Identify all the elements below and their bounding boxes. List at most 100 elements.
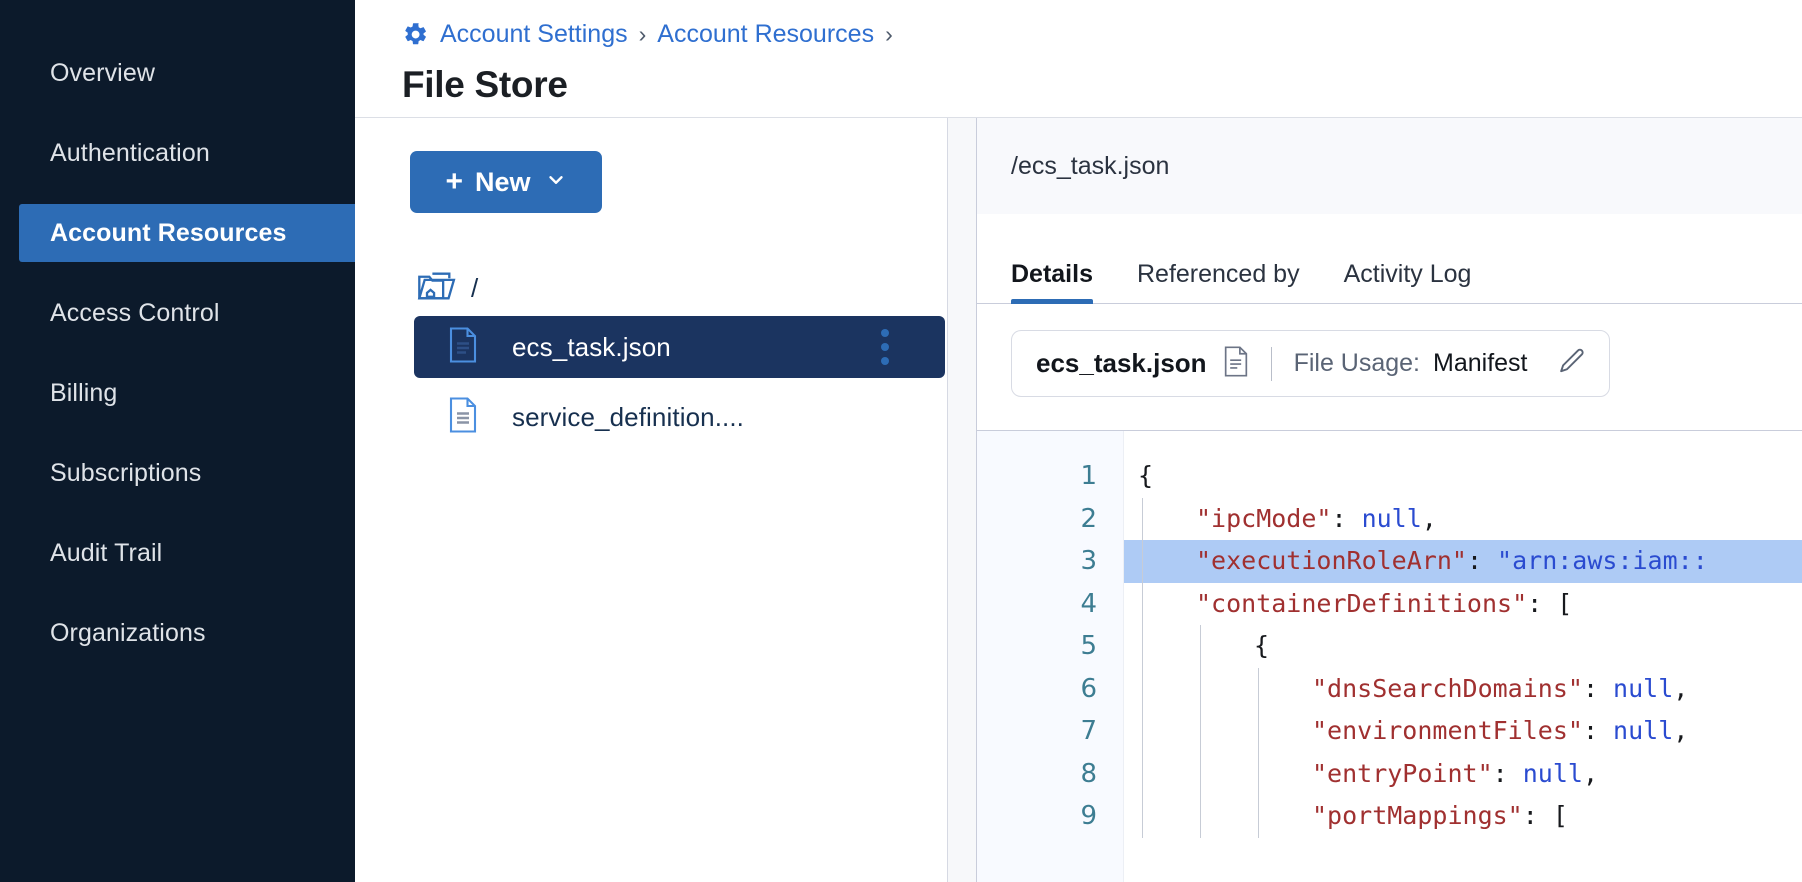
indent-guide	[1142, 710, 1143, 753]
line-number: 7	[977, 710, 1123, 753]
code-token-key: "environmentFiles"	[1312, 716, 1583, 745]
gear-icon	[402, 21, 429, 48]
code-indent	[1138, 546, 1196, 575]
kebab-menu-icon[interactable]	[881, 329, 889, 365]
code-token-comma: ,	[1673, 716, 1688, 745]
sidebar-item-label: Overview	[50, 59, 155, 88]
panel-splitter[interactable]	[947, 118, 977, 882]
indent-guide	[1142, 795, 1143, 838]
breadcrumb-link-account-resources[interactable]: Account Resources	[657, 20, 874, 49]
file-usage-label: File Usage:	[1294, 349, 1420, 378]
code-token-value: null	[1523, 759, 1583, 788]
sidebar-item-billing[interactable]: Billing	[0, 364, 355, 422]
indent-guide	[1258, 753, 1259, 796]
indent-guide	[1142, 625, 1143, 668]
file-tree-panel: + New /	[355, 118, 947, 882]
code-lines[interactable]: {"ipcMode": null,"executionRoleArn": "ar…	[1124, 431, 1802, 882]
breadcrumb: Account Settings › Account Resources ›	[402, 12, 1802, 56]
file-row-ecs-task[interactable]: ecs_task.json	[414, 316, 945, 378]
breadcrumb-separator: ›	[885, 21, 893, 48]
folder-home-icon	[417, 269, 457, 308]
code-token-key: "dnsSearchDomains"	[1312, 674, 1583, 703]
sidebar-item-label: Account Resources	[50, 219, 287, 248]
page-header: Account Settings › Account Resources › F…	[355, 0, 1802, 118]
line-number: 5	[977, 625, 1123, 668]
code-token-brace: {	[1254, 631, 1269, 660]
sidebar-item-organizations[interactable]: Organizations	[0, 604, 355, 662]
divider	[1271, 347, 1272, 381]
new-button[interactable]: + New	[410, 151, 602, 213]
sidebar-item-label: Billing	[50, 379, 117, 408]
breadcrumb-link-account-settings[interactable]: Account Settings	[440, 20, 628, 49]
code-token-value: "arn:aws:iam::	[1497, 546, 1708, 575]
code-token-separator: :	[1527, 589, 1557, 618]
code-token-key: "containerDefinitions"	[1196, 589, 1527, 618]
sidebar-item-overview[interactable]: Overview	[0, 44, 355, 102]
code-line-8: "entryPoint": null,	[1124, 753, 1802, 796]
code-indent	[1138, 674, 1312, 703]
sidebar-item-audit-trail[interactable]: Audit Trail	[0, 524, 355, 582]
line-number: 9	[977, 795, 1123, 838]
tab-referenced-by[interactable]: Referenced by	[1137, 260, 1300, 303]
file-row-service-definition[interactable]: service_definition....	[414, 386, 945, 448]
sidebar-item-access-control[interactable]: Access Control	[0, 284, 355, 342]
indent-guide	[1142, 583, 1143, 626]
code-line-2: "ipcMode": null,	[1124, 498, 1802, 541]
sidebar-item-account-resources[interactable]: Account Resources	[19, 204, 355, 262]
code-line-5: {	[1124, 625, 1802, 668]
code-line-1: {	[1124, 455, 1802, 498]
code-token-value: null	[1613, 716, 1673, 745]
file-path-bar: /ecs_task.json	[977, 118, 1802, 214]
json-code-editor[interactable]: 1 2 3 4 5 6 7 8 9 {"ipcMode": null,"exec…	[977, 430, 1802, 882]
line-number: 2	[977, 498, 1123, 541]
code-token-value: [	[1557, 589, 1572, 618]
code-token-value: [	[1553, 801, 1568, 830]
pencil-icon[interactable]	[1556, 346, 1587, 382]
code-token-value: null	[1362, 504, 1422, 533]
indent-guide	[1142, 540, 1143, 583]
code-token-key: "ipcMode"	[1196, 504, 1331, 533]
tree-root-row[interactable]: /	[417, 268, 947, 308]
chevron-down-icon	[545, 167, 567, 198]
code-token-value: null	[1613, 674, 1673, 703]
code-indent	[1138, 504, 1196, 533]
code-token-key: "entryPoint"	[1312, 759, 1493, 788]
file-doc-icon	[448, 397, 478, 438]
code-token-separator: :	[1331, 504, 1361, 533]
code-token-comma: ,	[1583, 759, 1598, 788]
file-json-icon	[448, 327, 478, 368]
code-indent	[1138, 589, 1196, 618]
tab-activity-log[interactable]: Activity Log	[1344, 260, 1472, 303]
tab-label: Details	[1011, 260, 1093, 288]
code-indent	[1138, 631, 1254, 660]
usage-file-name: ecs_task.json	[1036, 348, 1207, 379]
code-line-3: "executionRoleArn": "arn:aws:iam::	[1124, 540, 1802, 583]
code-indent	[1138, 716, 1312, 745]
content-body: + New /	[355, 118, 1802, 882]
line-number: 6	[977, 668, 1123, 711]
indent-guide	[1142, 753, 1143, 796]
new-button-label: New	[475, 167, 531, 198]
sidebar-item-authentication[interactable]: Authentication	[0, 124, 355, 182]
code-line-7: "environmentFiles": null,	[1124, 710, 1802, 753]
indent-guide	[1258, 710, 1259, 753]
code-token-key: "portMappings"	[1312, 801, 1523, 830]
file-path: /ecs_task.json	[1011, 152, 1169, 181]
indent-guide	[1258, 795, 1259, 838]
indent-guide	[1200, 753, 1201, 796]
page-title: File Store	[402, 64, 1802, 106]
line-number: 8	[977, 753, 1123, 796]
code-token-separator: :	[1583, 716, 1613, 745]
tab-details[interactable]: Details	[1011, 260, 1093, 303]
indent-guide	[1142, 498, 1143, 541]
breadcrumb-separator: ›	[639, 21, 647, 48]
line-number: 1	[977, 455, 1123, 498]
sidebar-item-label: Subscriptions	[50, 459, 201, 488]
sidebar-item-subscriptions[interactable]: Subscriptions	[0, 444, 355, 502]
indent-guide	[1142, 668, 1143, 711]
file-name: ecs_task.json	[512, 332, 671, 363]
plus-icon: +	[445, 167, 463, 197]
indent-guide	[1200, 795, 1201, 838]
file-name: service_definition....	[512, 402, 744, 433]
code-line-9: "portMappings": [	[1124, 795, 1802, 838]
